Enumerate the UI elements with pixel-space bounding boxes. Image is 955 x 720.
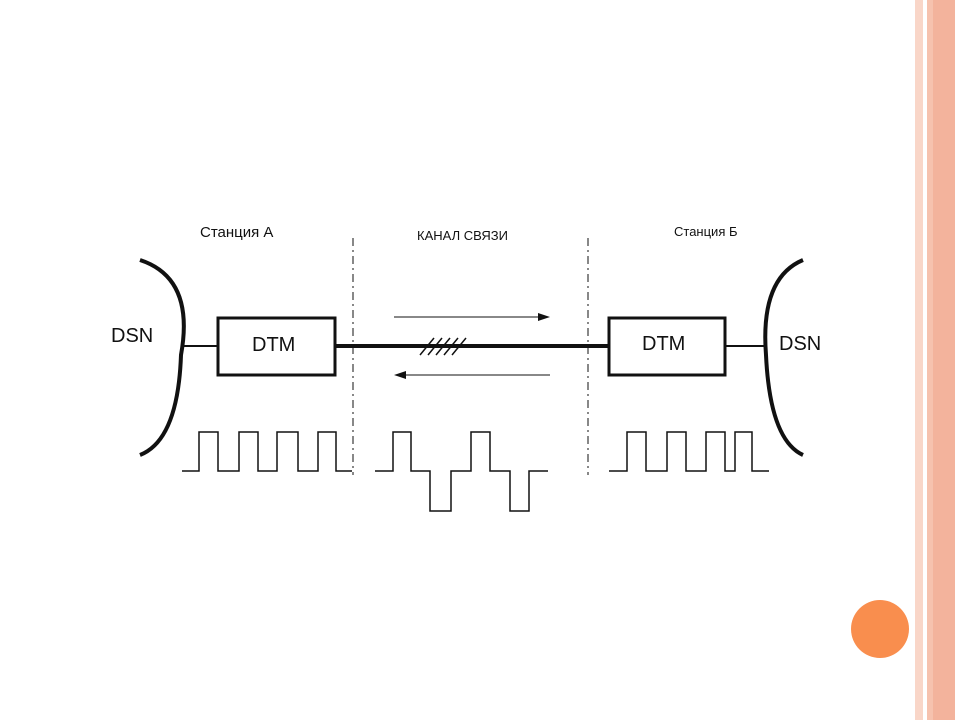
dsn-right-label: DSN: [779, 333, 821, 355]
waveform-station-b: [609, 431, 769, 472]
station-a-label: Станция А: [200, 224, 273, 241]
border-stripe-gap: [923, 0, 927, 720]
waveform-station-a: [182, 431, 352, 472]
dsn-left-label: DSN: [111, 325, 153, 347]
waveform-channel: [375, 431, 548, 512]
dsn-right-bracket: [763, 258, 804, 457]
decorative-orange-circle: [851, 600, 909, 658]
dtm-left-box: [216, 316, 337, 377]
arrow-right-head: [538, 313, 550, 321]
arrow-left-head: [394, 371, 406, 379]
station-b-label: Станция Б: [674, 224, 738, 239]
border-stripe-outer: [915, 0, 923, 720]
channel-label: КАНАЛ СВЯЗИ: [417, 228, 508, 243]
hatch-marks: [419, 337, 467, 356]
border-stripe-edge: [933, 0, 955, 720]
dtm-left-label: DTM: [252, 334, 295, 356]
dtm-right-label: DTM: [642, 333, 685, 355]
border-stripe-inner: [927, 0, 933, 720]
dsn-left-bracket: [139, 258, 186, 457]
dtm-right-box: [607, 316, 727, 377]
